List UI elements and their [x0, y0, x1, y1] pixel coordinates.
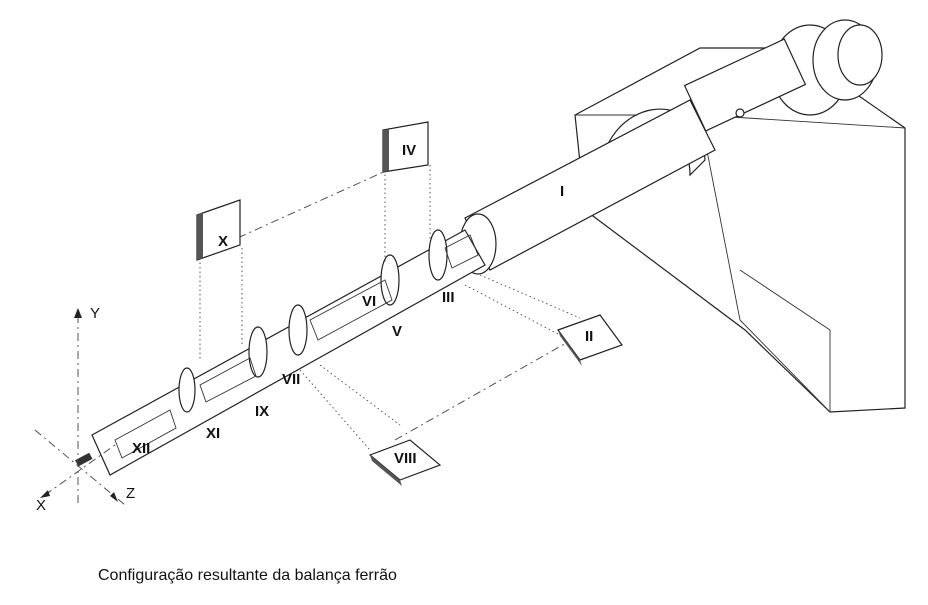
- label-IX: IX: [255, 403, 269, 420]
- coordinate-axes: [34, 308, 126, 506]
- gauge-projection-lines: [199, 159, 581, 451]
- gauge-plate-IV: [382, 121, 429, 173]
- gauge-plate-II: [557, 314, 623, 366]
- label-I: I: [560, 183, 564, 200]
- figure-caption: Configuração resultante da balança ferrã…: [98, 567, 397, 584]
- gauge-plate-X: [196, 199, 241, 261]
- label-XI: XI: [206, 425, 220, 442]
- label-II: II: [585, 328, 593, 345]
- axis-label-y: Y: [90, 305, 100, 322]
- label-V: V: [392, 323, 402, 340]
- support-housing: [574, 19, 906, 413]
- label-III: III: [442, 289, 455, 306]
- balance-body: [75, 229, 486, 476]
- label-VIII: VIII: [394, 450, 417, 467]
- label-VI: VI: [362, 293, 376, 310]
- label-X: X: [218, 233, 228, 250]
- axis-label-z: Z: [126, 485, 135, 502]
- axis-label-x: X: [36, 497, 46, 514]
- label-VII: VII: [282, 371, 300, 388]
- label-IV: IV: [402, 142, 416, 159]
- label-XII: XII: [132, 440, 150, 457]
- gauge-plate-VIII: [368, 439, 442, 486]
